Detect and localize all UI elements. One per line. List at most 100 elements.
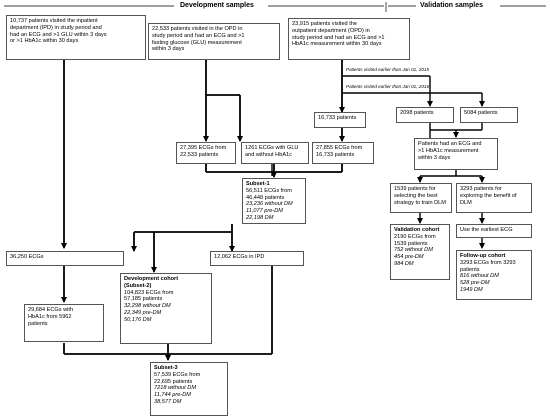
text-line: 5084 patients — [464, 110, 498, 116]
ipd-36250-ecgs-box: 36,250 ECGs — [6, 251, 124, 266]
text-line: >1 HbA1c measurement — [418, 147, 479, 154]
text-line: 22,198 DM — [246, 215, 274, 222]
followup-cohort-title: Follow-up cohort — [460, 253, 506, 259]
val-2098-patients-box: 2098 patients — [396, 107, 454, 123]
text-line: 27,855 ECGs from — [316, 145, 363, 151]
text-line: 22,349 pre-DM — [124, 310, 162, 317]
text-line: 57,539 ECGs from — [154, 371, 201, 378]
use-earliest-ecg-box: Use the earliest ECG — [456, 224, 532, 238]
text-line: HbA1c measurement within 30 days — [292, 41, 382, 48]
val-5084-patients-box: 5084 patients — [460, 107, 518, 123]
text-line: 36,250 ECGs — [10, 254, 44, 260]
text-line: 12,062 ECGs in IPD — [214, 254, 265, 260]
text-line: 816 without DM — [460, 273, 499, 280]
text-line: 16,733 patients — [318, 115, 357, 121]
text-line: 32,298 without DM — [124, 303, 171, 310]
subset3-title: Subset-3 — [154, 365, 178, 371]
text-line: 1539 patients — [394, 240, 428, 247]
text-line: 3293 ECGs from 3293 — [460, 259, 516, 266]
validation-cohort-title: Validation cohort — [394, 227, 440, 233]
text-line: 984 DM — [394, 261, 414, 268]
text-line: selecting the best — [394, 192, 438, 199]
text-line: 11,744 pre-DM — [154, 392, 191, 399]
development-cohort-title: Development cohort — [124, 276, 179, 282]
text-line: study period and had an ECG and >1 — [152, 32, 245, 39]
development-cohort-box: Development cohort (Subset-2) 104,823 EC… — [120, 273, 212, 344]
text-line: strategy to train DLM — [394, 199, 446, 206]
text-line: 3293 patients for — [460, 186, 502, 192]
text-line: 2190 ECGs from — [394, 233, 436, 240]
text-line: 50,176 DM — [124, 316, 152, 323]
text-line: Use the earliest ECG — [460, 227, 513, 233]
text-line: fasting glucose (GLU) measurement — [152, 39, 242, 46]
text-line: 1261 ECGs with GLU — [245, 145, 299, 151]
text-line: 104,823 ECGs from — [124, 289, 174, 296]
text-line: 22,695 patients — [154, 378, 193, 385]
text-line: within 3 days — [418, 154, 451, 161]
text-line: had an ECG and >1 GLU within 3 days — [10, 31, 107, 38]
text-line: and without HbA1c — [245, 151, 292, 158]
text-line: within 3 days — [152, 46, 185, 53]
text-line: 752 without DM — [394, 247, 433, 254]
text-line: 11,077 pre-DM — [246, 208, 283, 215]
text-line: 29,684 ECGs with — [28, 307, 74, 313]
text-line: 57,185 patients — [124, 296, 163, 303]
subset1-title: Subset-1 — [246, 181, 270, 187]
text-line: 10,737 patients visited the inpatient — [10, 18, 98, 24]
text-line: 56,511 ECGs from — [246, 187, 292, 194]
ipd-12062-ecgs-box: 12,062 ECGs in IPD — [210, 251, 304, 266]
text-line: 16,733 patients — [316, 151, 355, 158]
text-line: 7218 without DM — [154, 385, 196, 392]
text-line: 27,395 ECGs from — [180, 145, 227, 151]
opd-16733-patients-box: 16,733 patients — [314, 112, 366, 128]
development-cohort-title2: (Subset-2) — [124, 282, 152, 289]
note-before-2016: Patients visited earlier than Jan 01, 20… — [346, 84, 429, 89]
text-line: 22,533 patients visited in the OPD in — [152, 26, 243, 32]
text-line: exploring the benefit of — [460, 192, 517, 199]
text-line: HbA1c from 5962 — [28, 313, 72, 320]
note-before-2015: Patients visited earlier than Jan 01, 20… — [346, 67, 429, 72]
text-line: Patients had an ECG and — [418, 141, 482, 147]
text-line: or >1 HbA1c within 30 days — [10, 38, 79, 45]
development-samples-header: Development samples — [180, 2, 254, 9]
text-line: study period and had an ECG and >1 — [292, 34, 385, 41]
text-line: 2098 patients — [400, 110, 434, 116]
text-line: patients — [28, 320, 48, 327]
text-line: 22,533 patients — [180, 151, 219, 158]
text-line: 23,915 patients visited the — [292, 21, 357, 27]
text-line: DLM — [460, 199, 472, 206]
text-line: 528 pre-DM — [460, 280, 490, 287]
text-line: 1539 patients for — [394, 186, 436, 192]
text-line: 454 pre-DM — [394, 254, 424, 261]
text-line: 38,577 DM — [154, 399, 182, 406]
text-line: 23,236 without DM — [246, 201, 293, 208]
text-line: department (IPD) in study period and — [10, 24, 102, 31]
text-line: patients — [460, 266, 480, 273]
validation-samples-header: Validation samples — [420, 2, 484, 9]
text-line: outpatient department (OPD) in — [292, 27, 370, 34]
text-line: 1949 DM — [460, 287, 483, 294]
